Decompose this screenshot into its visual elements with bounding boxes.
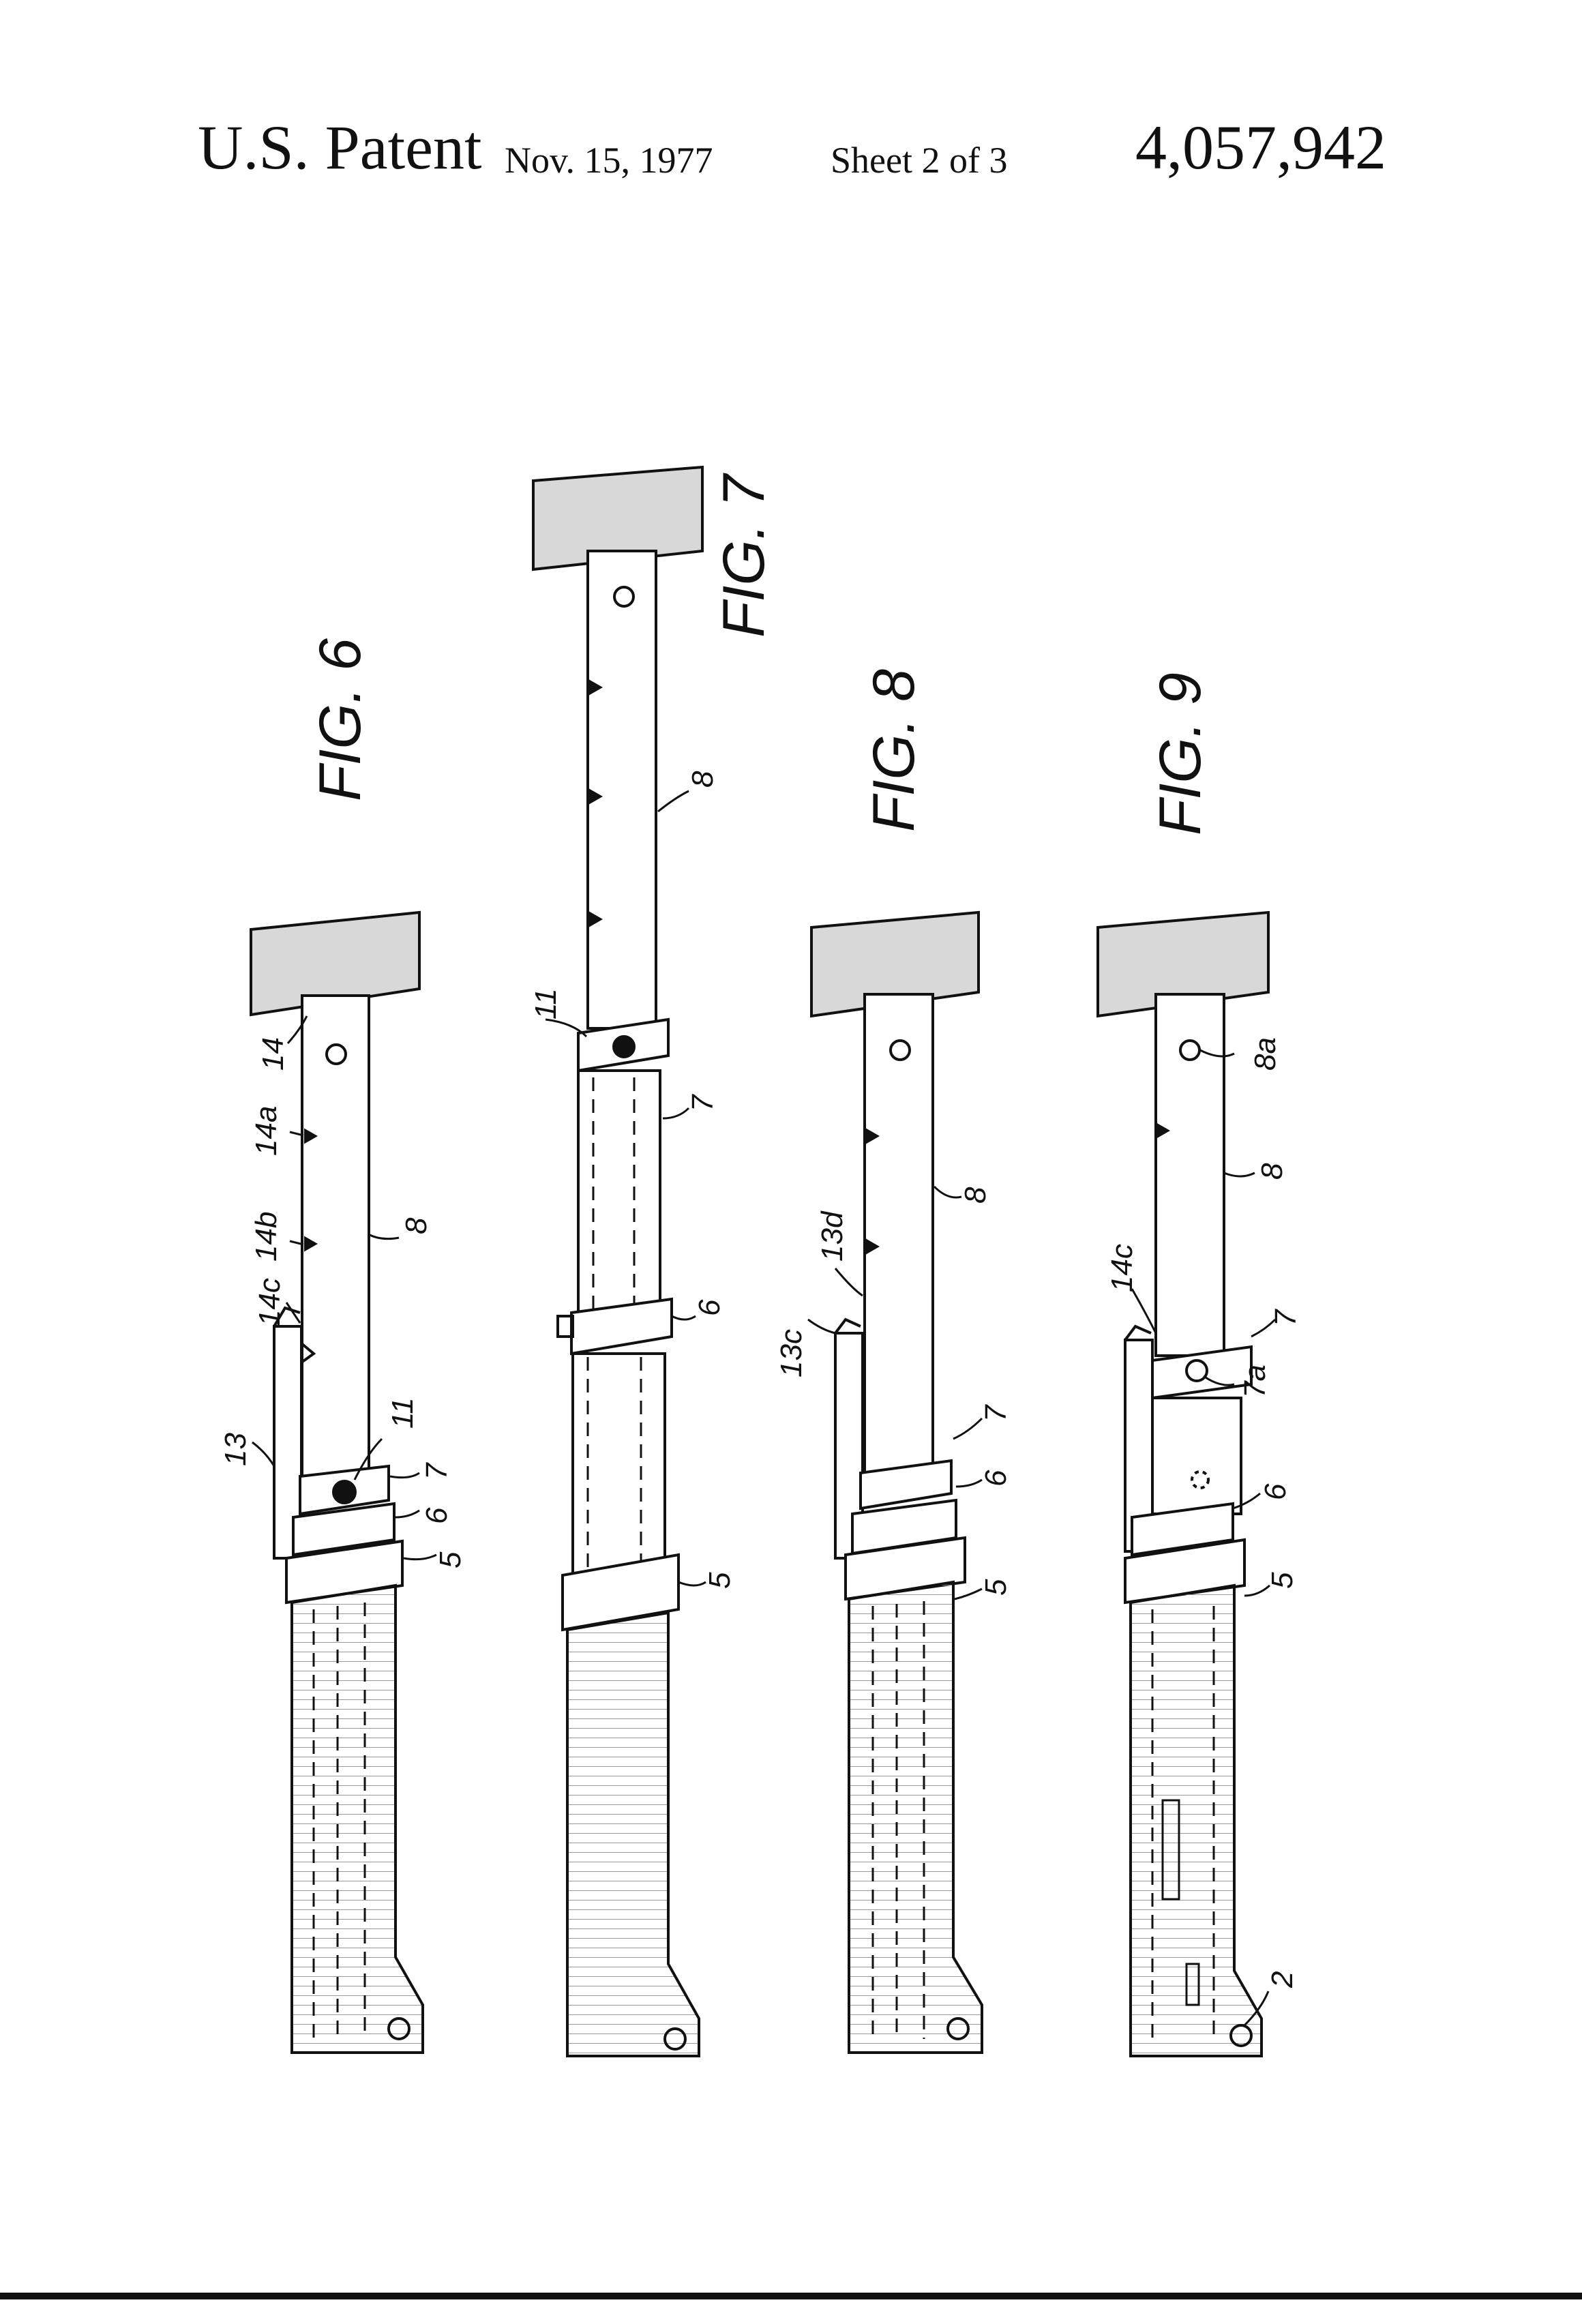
ref-label: 14c: [253, 1278, 286, 1326]
fig-6-label: FIG. 6: [308, 638, 373, 801]
ref-label: 11: [386, 1397, 419, 1429]
ref-label: 5: [434, 1551, 467, 1568]
figure-8: [808, 912, 982, 2053]
ref-label: 13c: [775, 1329, 808, 1377]
figure-6: [251, 912, 436, 2053]
ref-label: 7: [686, 1094, 719, 1112]
ref-label: 8: [686, 771, 719, 788]
ref-label: 8: [1255, 1163, 1289, 1180]
ref-label: 5: [703, 1572, 736, 1589]
ref-label: 14: [256, 1037, 290, 1071]
fig9-lower-body: [1131, 1585, 1262, 2056]
ref-label: 13: [219, 1433, 252, 1466]
ref-label: 7: [1269, 1309, 1302, 1326]
ref-label: 7: [979, 1404, 1013, 1422]
ref-label: 6: [693, 1299, 726, 1316]
ref-label: 8a: [1249, 1037, 1282, 1071]
ref-label: 8: [959, 1187, 992, 1204]
ref-label: 13d: [816, 1210, 849, 1262]
fig6-lower-body: [292, 1585, 423, 2053]
ref-label: 14b: [250, 1212, 283, 1262]
fig7-middle-tube: [578, 1071, 660, 1316]
fig9-middle-tube: [1152, 1398, 1241, 1514]
fig8-lower-body: [849, 1582, 982, 2053]
ref-label: 7a: [1238, 1365, 1272, 1398]
ref-label: 6: [420, 1507, 453, 1524]
figure-9: [1098, 912, 1275, 2056]
figure-7: [533, 467, 706, 2056]
fig8-rod-8: [865, 994, 933, 1485]
ref-label: 14a: [250, 1106, 283, 1156]
fig7-rod-8: [588, 551, 656, 1028]
ref-label: 2: [1266, 1971, 1299, 1988]
ref-label: 6: [979, 1470, 1013, 1487]
ref-label: 6: [1259, 1483, 1292, 1500]
ref-label: 11: [529, 988, 563, 1019]
ref-label: 7: [420, 1462, 453, 1480]
fig7-lower-tube: [573, 1354, 665, 1579]
ref-label: 14c: [1105, 1244, 1139, 1292]
ref-label: 5: [979, 1579, 1013, 1596]
fig-8-label: FIG. 8: [861, 669, 927, 832]
ref-label: 8: [400, 1217, 433, 1234]
fig-9-label: FIG. 9: [1148, 672, 1213, 835]
fig7-lower-body: [567, 1613, 699, 2056]
fig-7-label: FIG. 7: [711, 473, 777, 638]
fig9-rod-8: [1156, 994, 1224, 1356]
bottom-rule: [0, 2293, 1582, 2299]
ref-label: 5: [1266, 1572, 1299, 1589]
